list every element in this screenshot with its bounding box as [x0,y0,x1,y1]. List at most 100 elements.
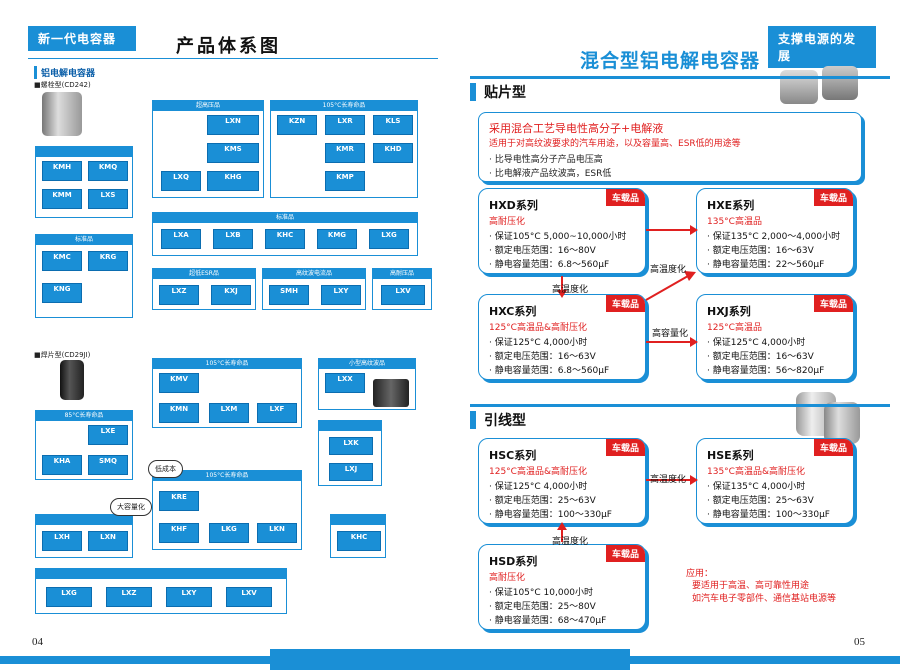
chart-box: 105°C长寿命品 KRE KHF LKG LKN [152,470,302,550]
card-name: HXJ系列 [707,305,751,318]
card-hsd: HSD系列 车载品 高耐压化 · 保证105°C 10,000小时 · 额定电压… [478,544,646,630]
card-name: HXC系列 [489,305,537,318]
chip: KLS [373,115,413,135]
card-tag: 车载品 [605,439,645,456]
chip: LXK [329,437,373,455]
chart-box: LXG LXZ LXY LXV [35,568,287,614]
card-line: · 静电容量范围：22～560μF [707,260,825,270]
chip: LXY [166,587,212,607]
chip: KRG [88,251,128,271]
card-hxj: HXJ系列 车载品 125°C高温品 · 保证125°C 4,000小时 · 额… [696,294,854,380]
card-line: · 静电容量范围：56～820μF [707,366,825,376]
card-line: · 保证135°C 4,000小时 [707,482,806,492]
chip: LXA [161,229,201,249]
chip: LXG [46,587,92,607]
lead-capacitor-image [824,402,860,444]
chip: KRE [159,491,199,511]
snapin-capacitor-image [60,360,84,400]
chip: KHC [337,531,381,551]
card-line: · 保证105°C 5,000~10,000小时 [489,232,627,242]
card-line: · 静电容量范围：68～470μF [489,616,607,626]
chip: KMV [159,373,199,393]
card-name: HXE系列 [707,199,755,212]
arrow-label: 高温度化 [552,537,589,547]
card-line: · 额定电压范围：16～63V [707,246,814,256]
card-name: HSE系列 [707,449,754,462]
chart-box-title [319,421,381,431]
chip: LXN [88,531,128,551]
chip: KHF [159,523,199,543]
chip: KZN [277,115,317,135]
card-line: · 额定电压范围：25～63V [489,496,596,506]
chip: LXN [207,115,259,135]
arrow-label: 高温度化 [650,475,687,485]
chip: KNG [42,283,82,303]
chip: KMP [325,171,365,191]
card-line: · 保证125°C 4,000小时 [707,338,806,348]
section-smd-title: 贴片型 [484,85,526,101]
chart-box-title [331,515,385,525]
applications-line1: 要适用于高温、高可靠性用途 [692,581,810,591]
card-hse: HSE系列 车载品 135°C高温品&高耐压化 · 保证135°C 4,000小… [696,438,854,524]
chart-box-title: 105°C长寿命品 [271,101,417,111]
card-line: · 额定电压范围：25～80V [489,602,596,612]
chart-box-title: 超低ESR品 [153,269,255,279]
intro-line1: 采用混合工艺导电性高分子+电解液 [489,122,664,135]
section-lead-title: 引线型 [484,413,526,429]
chart-box-title: 85°C长寿命品 [36,411,132,421]
chart-box-title: 标准品 [36,235,132,245]
chip: SMH [269,285,309,305]
chip: KMR [325,143,365,163]
chart-box: 超低ESR品 LXZ KXJ [152,268,256,310]
card-line: · 额定电压范围：25～63V [707,496,814,506]
intro-bullet2: · 比电解液产品纹波高，ESR低 [489,169,612,179]
arrow-label: 高容量化 [652,329,689,339]
card-tag: 车载品 [605,295,645,312]
chart-box: 小型高纹波品 LXX [318,358,416,410]
snapin-capacitor-image [373,379,409,407]
chip: KMM [42,189,82,209]
chart-box: 85°C长寿命品 LXE KHA SMQ [35,410,133,480]
intro-box: 采用混合工艺导电性高分子+电解液 适用于对高纹波要求的汽车用途，以及容量高、ES… [478,112,862,182]
chart-box-title [36,515,132,525]
chip: LXH [42,531,82,551]
chip: LXR [325,115,365,135]
chart-box-title: 小型高纹波品 [319,359,415,369]
chart-box: 105°C长寿命品 KMV KMN LXM LXF [152,358,302,428]
card-line: · 额定电压范围：16～63V [489,352,596,362]
sub-label-screw: ■螺栓型(CD242) [34,81,91,89]
chart-box: 标准品 KMC KRG KNG [35,234,133,318]
arrow-label: 高温度化 [552,285,589,295]
chart-box: KMH KMQ KMM LXS [35,146,133,218]
sub-label-snapin: ■焊片型(CD29JI) [34,351,91,359]
chip: KMG [317,229,357,249]
chip: LXX [325,373,365,393]
intro-bullet1: · 比导电性高分子产品电压高 [489,155,603,165]
card-line: · 额定电压范围：16～63V [707,352,814,362]
card-line: · 额定电压范围：16～80V [489,246,596,256]
chip: LXQ [161,171,201,191]
card-feature: 高耐压化 [489,217,526,227]
applications-line2: 如汽车电子零部件、通信基站电源等 [692,594,837,604]
left-page-title: 产品体系图 [176,36,281,57]
chip: LXB [213,229,253,249]
card-tag: 车载品 [813,439,853,456]
chip: KHA [42,455,82,475]
chip: KXJ [211,285,251,305]
card-tag: 车载品 [813,189,853,206]
card-hxd: HXD系列 车载品 高耐压化 · 保证105°C 5,000~10,000小时 … [478,188,646,274]
right-page-tab: 支撑电源的发展 [768,26,876,68]
chart-box: 高耐压品 LXV [372,268,432,310]
chart-box: 105°C长寿命品 KZN LXR KLS KMR KHD KMP [270,100,418,198]
left-page-number: 04 [32,636,43,648]
card-feature: 125°C高温品&高耐压化 [489,467,587,477]
lead-arrows [557,475,698,542]
divider [28,58,438,59]
chip: SMQ [88,455,128,475]
callout-large-capacity: 大容量化 [110,498,152,516]
right-page-number: 05 [854,636,865,648]
card-feature: 135°C高温品 [707,217,762,227]
section-smd: 贴片型 [470,76,890,102]
card-feature: 125°C高温品 [707,323,762,333]
chip: LXJ [329,463,373,481]
